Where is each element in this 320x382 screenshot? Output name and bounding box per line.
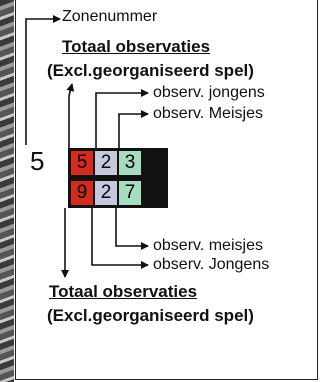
boys-bottom-label: observ. Jongens [153,256,270,273]
cell-boys-bottom: 2 [95,181,117,205]
boys-top-label: observ. jongens [153,84,265,101]
total-top-line2: (Excl.georganiseerd spel) [47,61,254,80]
aerial-photo-strip [0,0,14,382]
cell-girls-top: 3 [119,151,141,175]
zone-number: 5 [30,146,45,176]
girls-bottom-arrow-line [115,208,149,250]
girls-top-arrow-line [118,110,149,150]
cell-boys-top: 2 [95,151,117,175]
total-top-line1: Totaal observaties [62,37,211,56]
zone-number-label: Zonenummer [62,8,158,25]
cell-total-bottom: 9 [71,181,93,205]
boys-top-arrow-line [95,89,149,150]
connector-lines [25,15,149,278]
total-bottom-line1: Totaal observaties [49,282,198,301]
cell-total-top: 5 [71,151,93,175]
cell-girls-bottom: 7 [119,181,141,205]
girls-bottom-label: observ. meisjes [153,237,263,254]
zone-arrow-line [25,15,61,145]
total-bottom-line2: (Excl.georganiseerd spel) [47,306,254,325]
total-top-arrow-line [66,83,75,150]
girls-top-label: observ. Meisjes [153,105,263,122]
legend-panel: Zonenummer Totaal observaties (Excl.geor… [15,0,318,380]
observation-grid: 5 2 3 9 2 7 [68,148,168,208]
boys-bottom-arrow-line [91,208,149,269]
